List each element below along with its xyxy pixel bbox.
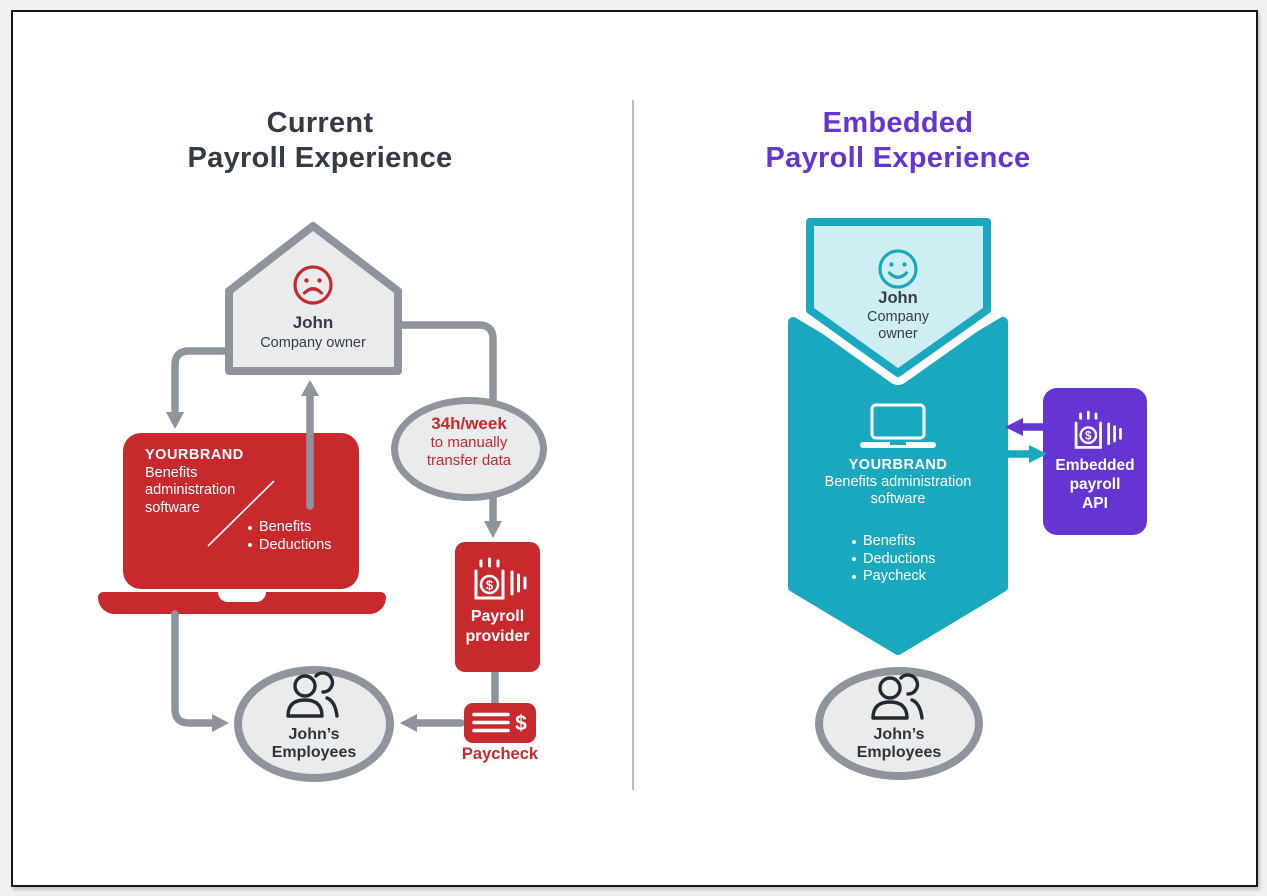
bullet-dot — [852, 557, 856, 562]
list-item: Deductions — [852, 551, 936, 569]
time-cost-ellipse — [391, 397, 547, 501]
arrow-laptop-to-employees — [171, 610, 215, 727]
dollar-glyph: $ — [515, 712, 527, 735]
provider-line2: provider — [465, 627, 530, 645]
bullet-label: Deductions — [259, 536, 332, 553]
provider-line1: Payroll — [470, 608, 525, 625]
software-desc-line3: software — [145, 499, 200, 516]
embedded-payroll-api-box — [1043, 388, 1147, 535]
owner-pentagon — [806, 218, 991, 377]
employees-people-icon — [871, 673, 924, 720]
paycheck-label: Paycheck — [461, 745, 539, 763]
house-shape — [225, 222, 402, 375]
smiley-face-icon — [878, 249, 918, 289]
money-document-icon: $ — [1074, 410, 1122, 449]
bullet-dot — [852, 539, 856, 544]
dollar-glyph: $ — [486, 578, 494, 593]
arrow-owner-to-provider — [394, 321, 497, 526]
software-brand: YOURBRAND — [145, 447, 244, 463]
left-employees-line2: Employees — [271, 743, 357, 761]
right-software-brand: YOURBRAND — [848, 457, 948, 473]
right-owner-role: Company owner — [828, 309, 968, 343]
bullet-dot — [248, 543, 252, 548]
laptop-base — [98, 592, 386, 614]
software-text-block: YOURBRAND Benefits administration softwa… — [145, 447, 244, 517]
panel-divider — [632, 100, 634, 790]
bullet-dot — [248, 525, 252, 530]
arrowhead-down-software — [166, 412, 184, 429]
right-software-desc-line2: software — [870, 491, 926, 507]
arrowhead-left-employees — [400, 714, 417, 732]
time-cost-headline: 34h/week — [431, 414, 507, 433]
bullet-label: Benefits — [259, 519, 312, 535]
list-item: Deductions — [248, 537, 332, 555]
right-employees-line1: John’s — [873, 726, 925, 743]
laptop-notch — [218, 592, 266, 602]
right-title-line1: Embedded — [822, 107, 974, 139]
api-line3: API — [1082, 495, 1108, 512]
right-employees-ellipse — [815, 667, 983, 780]
right-title-line2: Payroll Experience — [765, 142, 1031, 174]
software-bullet-list: Benefits Deductions — [248, 519, 332, 554]
software-diagonal-separator — [207, 480, 275, 547]
arrowhead-up-owner — [301, 380, 319, 396]
software-desc-line1: Benefits — [145, 464, 198, 481]
left-employees-label: John’s Employees — [244, 726, 384, 761]
left-panel-title: Current Payroll Experience — [130, 106, 510, 176]
left-owner-role: Company owner — [260, 335, 366, 351]
laptop-icon — [860, 403, 936, 448]
bullet-label: Paycheck — [863, 568, 926, 584]
left-employees-line1: John’s — [288, 726, 340, 743]
list-item: Benefits — [248, 519, 332, 537]
software-desc-line2: administration — [145, 482, 236, 498]
api-label: Embedded payroll API — [1043, 456, 1147, 513]
bullet-label: Benefits — [863, 533, 916, 549]
right-employees-line2: Employees — [856, 743, 942, 761]
arrow-api-to-software — [1005, 418, 1047, 436]
arrow-owner-to-software — [171, 347, 233, 414]
right-software-text: YOURBRAND Benefits administration softwa… — [798, 457, 998, 508]
employees-people-icon — [286, 671, 339, 718]
time-cost-line2: transfer data — [426, 452, 512, 469]
api-line2: payroll — [1069, 476, 1121, 493]
left-owner-name: John — [292, 313, 334, 332]
sad-face-icon — [293, 265, 333, 305]
money-document-icon: $ — [474, 557, 527, 600]
arrowhead-down-provider — [484, 521, 502, 538]
arrow-software-to-api — [997, 445, 1047, 463]
time-cost-text: 34h/week to manually transfer data — [398, 413, 540, 470]
right-software-desc-line1: Benefits administration — [824, 474, 972, 490]
right-owner-role-line2: owner — [878, 326, 918, 342]
bullet-dot — [852, 574, 856, 579]
right-employees-label: John’s Employees — [829, 726, 969, 761]
list-item: Paycheck — [852, 568, 936, 586]
time-cost-line1: to manually — [430, 434, 508, 451]
left-title-line1: Current — [266, 107, 374, 139]
paycheck-stripes: $ — [472, 712, 527, 735]
right-owner-name: John — [878, 289, 918, 307]
right-owner-role-line1: Company — [866, 309, 930, 325]
arrowhead-right-employees — [212, 714, 229, 732]
bullet-label: Deductions — [863, 550, 936, 567]
provider-label: Payroll provider — [455, 607, 540, 646]
api-line1: Embedded — [1055, 457, 1135, 474]
dollar-glyph: $ — [1085, 430, 1092, 443]
list-item: Benefits — [852, 533, 936, 551]
right-software-bullet-list: Benefits Deductions Paycheck — [852, 533, 936, 586]
yourbrand-software-box — [123, 433, 359, 589]
left-title-line2: Payroll Experience — [187, 142, 453, 174]
right-panel-title: Embedded Payroll Experience — [708, 106, 1088, 176]
